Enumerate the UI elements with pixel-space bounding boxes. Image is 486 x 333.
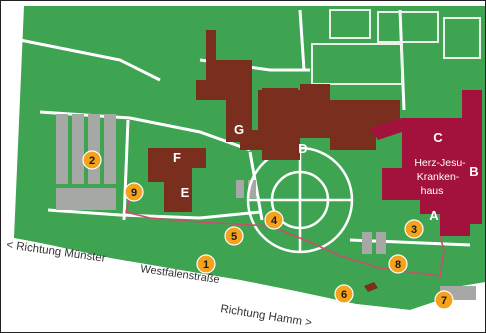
marker-4[interactable]: 4 — [264, 210, 284, 230]
outline-blocks — [311, 9, 481, 85]
svg-text:5: 5 — [231, 231, 237, 243]
svg-text:9: 9 — [131, 187, 137, 199]
svg-text:6: 6 — [341, 289, 347, 301]
walking-route — [125, 187, 445, 277]
svg-text:2: 2 — [89, 155, 95, 167]
svg-text:4: 4 — [271, 215, 278, 227]
svg-text:3: 3 — [411, 224, 417, 236]
svg-text:1: 1 — [203, 259, 209, 271]
marker-5[interactable]: 5 — [224, 226, 244, 246]
building-label-d: D — [298, 141, 307, 156]
marker-3[interactable]: 3 — [404, 219, 424, 239]
marker-1[interactable]: 1 — [196, 254, 216, 274]
building-label-c: C — [433, 130, 443, 145]
svg-text:7: 7 — [441, 295, 447, 307]
building-label-b: B — [469, 164, 478, 179]
building-labels: G D F E C B A Herz-Jesu- Kranken- haus — [173, 122, 479, 223]
park-paths — [246, 146, 354, 254]
location-markers: 1 2 3 4 5 6 7 8 9 — [82, 150, 454, 310]
pond — [364, 282, 378, 292]
marker-2[interactable]: 2 — [82, 150, 102, 170]
building-label-a: A — [429, 208, 439, 223]
hospital-name-line-3: haus — [421, 185, 444, 197]
hospital-shape — [370, 90, 482, 236]
building-label-e: E — [181, 185, 190, 200]
marker-8[interactable]: 8 — [388, 254, 408, 274]
building-shapes — [148, 30, 400, 212]
building-label-f: F — [173, 150, 181, 165]
hospital-name-line-1: Herz-Jesu- — [414, 157, 466, 169]
svg-text:8: 8 — [395, 259, 401, 271]
building-label-g: G — [234, 122, 244, 137]
marker-7[interactable]: 7 — [434, 290, 454, 310]
marker-6[interactable]: 6 — [334, 284, 354, 304]
hospital-name-line-2: Kranken- — [417, 171, 460, 183]
marker-9[interactable]: 9 — [124, 182, 144, 202]
